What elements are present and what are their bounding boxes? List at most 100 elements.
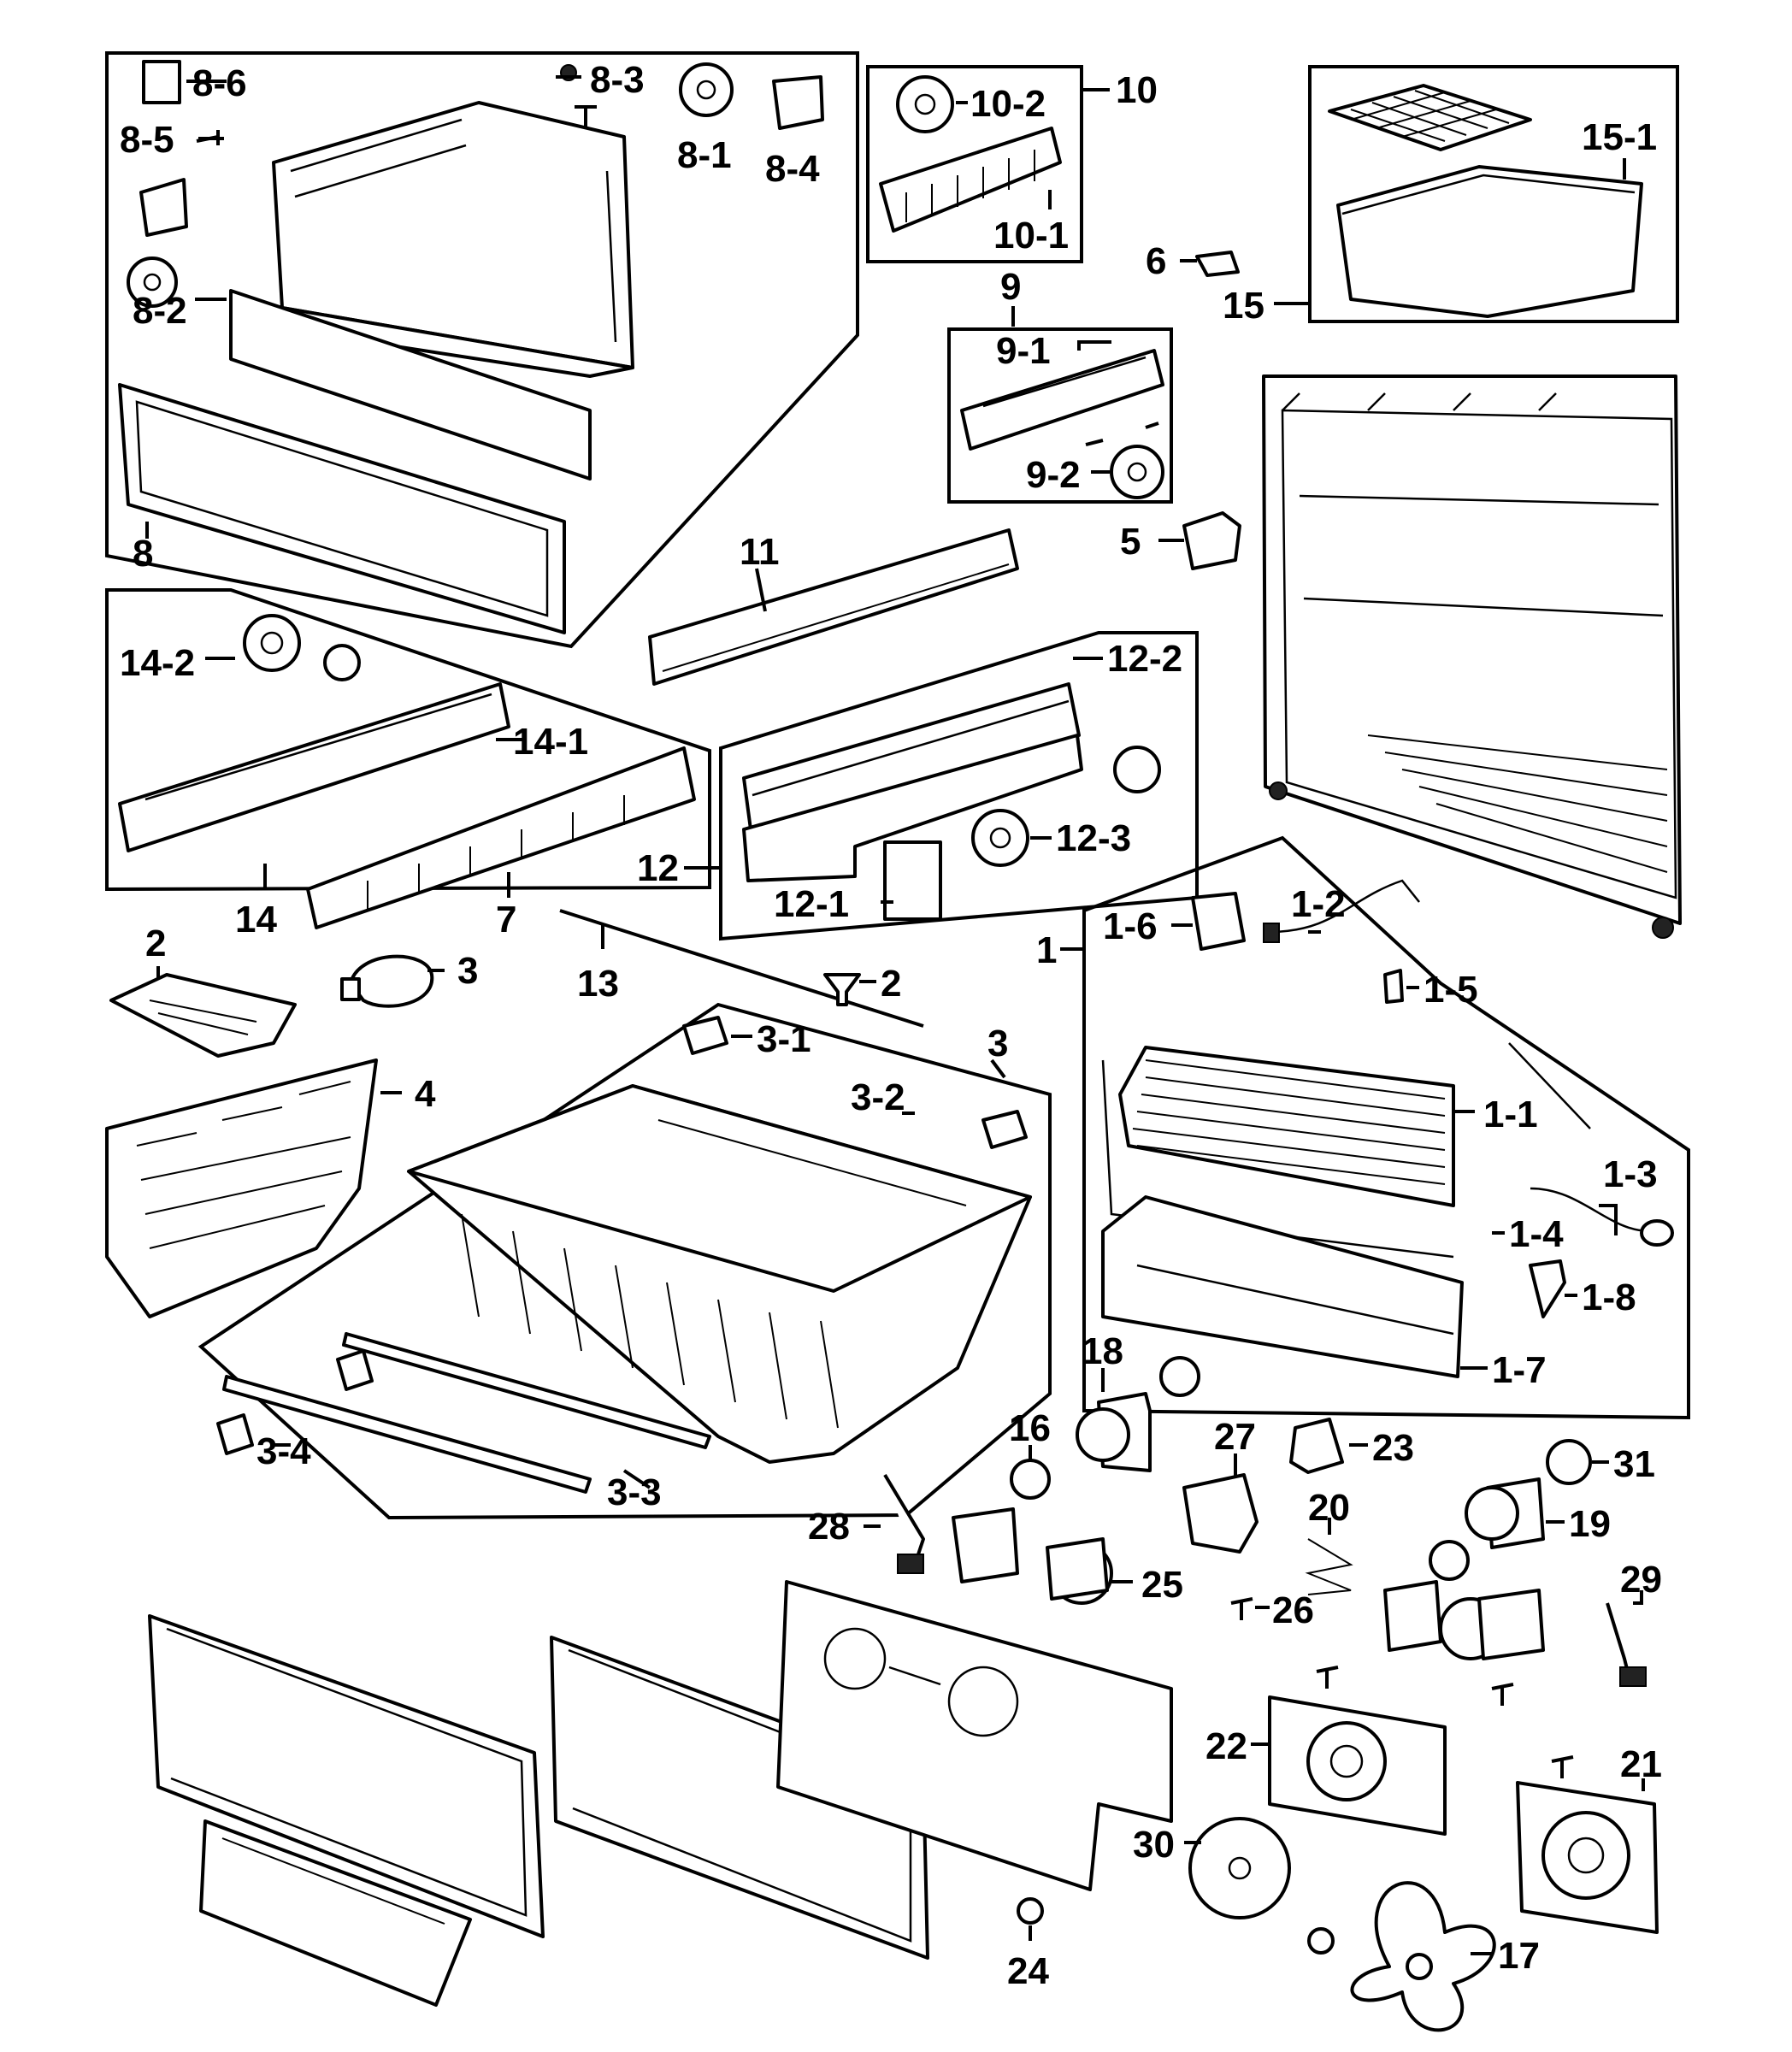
label-12-2: 12-2 <box>1107 638 1182 680</box>
label-8-5: 8-5 <box>120 119 174 161</box>
wire-29-icon <box>1606 1602 1630 1677</box>
label-1-2: 1-2 <box>1291 883 1346 925</box>
label-9-1: 9-1 <box>996 330 1051 372</box>
freezer-cabinet <box>1262 374 1682 939</box>
rail-9-1-icon <box>960 349 1164 451</box>
label-27: 27 <box>1214 1416 1256 1458</box>
label-15: 15 <box>1223 285 1264 327</box>
gear-12-3-icon <box>971 809 1029 867</box>
label-8-2: 8-2 <box>133 290 187 332</box>
wheel-8-2-icon <box>127 256 178 308</box>
label-14-1: 14-1 <box>513 721 588 763</box>
divider-4-icon <box>105 1058 378 1318</box>
label-5: 5 <box>1120 521 1141 563</box>
label-16: 16 <box>1009 1407 1051 1449</box>
grommet-18-icon <box>1159 1356 1200 1397</box>
label-9-2: 9-2 <box>1026 454 1081 496</box>
group-1-evaporator-assembly: 1 1-6 1-2 1-5 1-1 1-3 1-4 1-8 1-7 <box>1036 835 1690 1420</box>
wire-1-2-icon <box>1269 879 1420 934</box>
label-4: 4 <box>415 1073 436 1115</box>
label-10-2: 10-2 <box>970 83 1046 125</box>
spring-20-icon <box>1305 1538 1353 1595</box>
label-1-1: 1-1 <box>1483 1094 1538 1135</box>
group-10-rail-assembly: 10-2 10-1 10 <box>866 65 1158 263</box>
label-25: 25 <box>1141 1564 1183 1606</box>
label-9: 9 <box>1000 266 1021 308</box>
rod-13-icon <box>559 909 924 1028</box>
label-18: 18 <box>1082 1330 1123 1372</box>
spring-24-icon <box>1017 1897 1044 1925</box>
rail-7-icon <box>306 746 696 929</box>
grommet-31-icon <box>1546 1439 1592 1485</box>
label-17: 17 <box>1498 1935 1540 1977</box>
label-3-3: 3-3 <box>607 1471 662 1513</box>
bracket-8-side-icon <box>139 178 188 237</box>
clip-2-icon <box>823 973 861 1006</box>
label-12-3: 12-3 <box>1056 817 1131 859</box>
grommet-16-icon <box>1010 1459 1051 1500</box>
clip-8-6-icon <box>142 60 181 104</box>
bulb-3-icon <box>349 954 434 1008</box>
label-8-6: 8-6 <box>192 62 247 104</box>
divider-3-2-icon <box>981 1110 1028 1149</box>
wheel-8-1-icon <box>679 62 734 117</box>
label-24: 24 <box>1007 1950 1049 1992</box>
back-panels <box>148 1580 1173 2007</box>
label-7: 7 <box>496 899 516 940</box>
screw-9-icon <box>1085 422 1159 446</box>
label-8-1: 8-1 <box>677 134 732 176</box>
rail-11-icon <box>648 528 1019 686</box>
clip-6-icon <box>1195 251 1240 277</box>
sensor-1-rod-icon <box>1508 1042 1591 1129</box>
wheel-14-icon <box>323 644 361 681</box>
panel-foot-icon <box>199 1819 472 2007</box>
gear-14-2-icon <box>243 614 301 672</box>
group-8-drawer-assembly: 8-6 8-3 8-5 8-1 8-4 8-2 8 <box>105 51 859 649</box>
label-14-2: 14-2 <box>120 642 195 684</box>
cover-2-icon <box>109 973 297 1058</box>
clip-1-5-icon <box>1383 969 1404 1004</box>
group-14-rail-assembly: 14-2 14-1 14 <box>105 588 711 940</box>
label-3-1: 3-1 <box>757 1018 811 1060</box>
label-12-1: 12-1 <box>774 883 849 925</box>
wire-28-icon <box>883 1473 925 1566</box>
label-3-4: 3-4 <box>256 1430 311 1472</box>
label-11: 11 <box>740 531 780 573</box>
screw-3-4-icon <box>216 1413 254 1455</box>
wheel-9-2-icon <box>1110 445 1164 499</box>
wheel-12-icon <box>1113 746 1161 793</box>
label-31: 31 <box>1613 1443 1655 1485</box>
label-8-3: 8-3 <box>590 59 645 101</box>
fan-blade-30-icon <box>1188 1817 1291 1919</box>
label-20: 20 <box>1308 1487 1350 1529</box>
wheel-10-2-icon <box>896 75 954 133</box>
label-21: 21 <box>1620 1743 1662 1785</box>
rail-10-1-icon <box>879 127 1062 233</box>
switch-5-icon <box>1182 511 1241 570</box>
label-1-8: 1-8 <box>1582 1277 1636 1318</box>
group-15-ice-bucket: 15-1 15 <box>1223 65 1679 327</box>
screw-26-icon <box>1230 1597 1253 1620</box>
label-23: 23 <box>1372 1427 1414 1469</box>
label-3: 3 <box>987 1023 1008 1064</box>
slide-3-3-icon <box>222 1375 592 1494</box>
label-1-6: 1-6 <box>1103 905 1158 947</box>
group-3-basket-assembly: 3-1 3 3-2 3-4 3-3 <box>197 1002 1052 1520</box>
wire-1-3-icon <box>1530 1187 1651 1233</box>
switch-1-6-icon <box>1191 892 1246 951</box>
label-10: 10 <box>1116 69 1158 111</box>
label-22: 22 <box>1205 1725 1247 1767</box>
label-3-bulb: 3 <box>457 950 478 992</box>
label-10-1: 10-1 <box>993 215 1069 256</box>
label-1-5: 1-5 <box>1424 969 1478 1011</box>
label-28: 28 <box>808 1506 850 1548</box>
cover-12-1-icon <box>883 840 942 921</box>
divider-3-1-icon <box>682 1016 728 1055</box>
damper-25-icon <box>952 1507 1019 1583</box>
housing-27-icon <box>1182 1473 1259 1554</box>
label-30: 30 <box>1133 1824 1175 1866</box>
label-26: 26 <box>1272 1589 1314 1631</box>
rail-14-1-icon <box>118 682 510 852</box>
label-6: 6 <box>1146 240 1166 282</box>
